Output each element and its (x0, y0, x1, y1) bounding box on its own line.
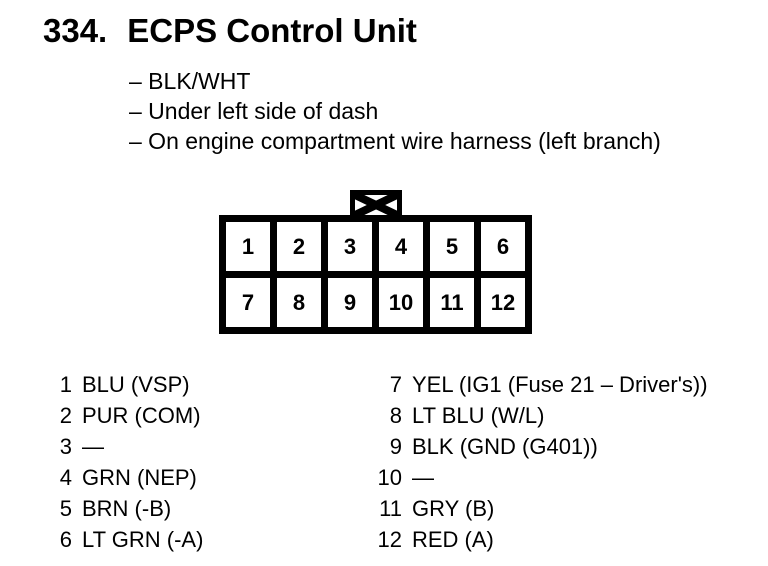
note-line: – On engine compartment wire harness (le… (129, 128, 661, 154)
pin-label: BLU (VSP) (82, 372, 190, 397)
pin-label: GRN (NEP) (82, 465, 197, 490)
pin-row: 7 YEL (IG1 (Fuse 21 – Driver's)) (374, 369, 708, 400)
pin-number: 4 (59, 465, 72, 490)
notes-list: – BLK/WHT – Under left side of dash – On… (129, 66, 661, 156)
pin-number: 1 (59, 372, 72, 397)
pin-row: 12 RED (A) (374, 524, 708, 555)
connector-pin-cell: 11 (430, 278, 474, 327)
pin-row: 5 BRN (-B) (46, 493, 203, 524)
pin-number: 7 (389, 372, 402, 397)
connector-pin-cell: 5 (430, 222, 474, 271)
pin-label: BLK (GND (G401)) (412, 434, 598, 459)
pin-number: 12 (377, 527, 402, 552)
pin-row: 10 — (374, 462, 708, 493)
note-line: – BLK/WHT (129, 68, 251, 94)
pin-label: RED (A) (412, 527, 494, 552)
pin-list-right: 7 YEL (IG1 (Fuse 21 – Driver's)) 8 LT BL… (374, 369, 708, 555)
pin-label: BRN (-B) (82, 496, 172, 521)
pin-label: GRY (B) (412, 496, 495, 521)
pin-number: 8 (389, 403, 402, 428)
pin-number: 9 (389, 434, 402, 459)
pin-label: LT BLU (W/L) (412, 403, 545, 428)
x-cross-icon (355, 195, 397, 215)
pin-number: 10 (377, 465, 402, 490)
connector-pin-grid: 1 2 3 4 5 6 7 8 9 10 11 12 (219, 215, 532, 334)
pin-row: 1 BLU (VSP) (46, 369, 203, 400)
connector-pin-cell: 3 (328, 222, 372, 271)
pin-list-left: 1 BLU (VSP) 2 PUR (COM) 3 — 4 GRN (NEP) … (46, 369, 204, 555)
pin-label: — (82, 434, 104, 459)
pin-label: YEL (IG1 (Fuse 21 – Driver's)) (412, 372, 708, 397)
connector-pin-cell: 4 (379, 222, 423, 271)
item-title: ECPS Control Unit (127, 12, 417, 49)
pin-number: 5 (59, 496, 72, 521)
connector-pin-cell: 10 (379, 278, 423, 327)
item-number: 334. (43, 12, 108, 49)
note-line: – Under left side of dash (129, 98, 379, 124)
connector-pin-cell: 6 (481, 222, 525, 271)
pin-row: 3 — (46, 431, 203, 462)
pin-number: 6 (59, 527, 72, 552)
connector-pin-cell: 1 (226, 222, 270, 271)
connector-pin-cell: 12 (481, 278, 525, 327)
pin-row: 11 GRY (B) (374, 493, 708, 524)
connector-pin-cell: 2 (277, 222, 321, 271)
connector-pin-cell: 8 (277, 278, 321, 327)
connector-pin-cell: 9 (328, 278, 372, 327)
pin-number: 2 (59, 403, 72, 428)
pin-row: 8 LT BLU (W/L) (374, 400, 708, 431)
pin-label: LT GRN (-A) (82, 527, 204, 552)
pin-row: 4 GRN (NEP) (46, 462, 203, 493)
pin-number: 11 (379, 496, 402, 521)
pin-row: 2 PUR (COM) (46, 400, 203, 431)
pin-number: 3 (59, 434, 72, 459)
pin-row: 9 BLK (GND (G401)) (374, 431, 708, 462)
pin-row: 6 LT GRN (-A) (46, 524, 204, 555)
connector-pin-cell: 7 (226, 278, 270, 327)
pin-label: PUR (COM) (82, 403, 201, 428)
page-title: 334. ECPS Control Unit (43, 14, 417, 47)
pin-label: — (412, 465, 434, 490)
